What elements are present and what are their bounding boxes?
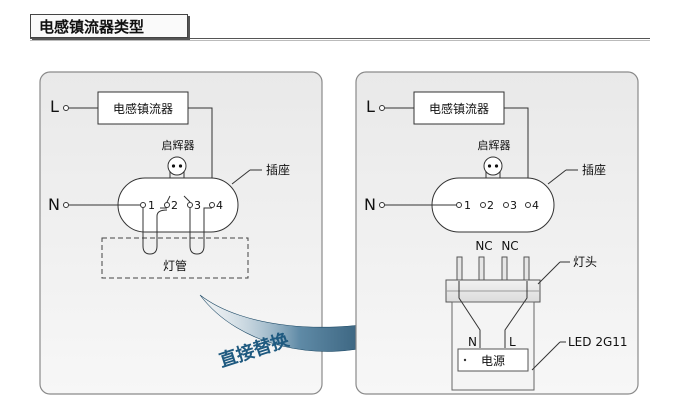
left-panel: L 电感镇流器 启辉器 N 1 2 3 4 bbox=[39, 71, 323, 395]
right-lamp-cap-label: 灯头 bbox=[573, 255, 597, 269]
right-pin-1: 1 bbox=[464, 199, 471, 212]
right-panel: L 电感镇流器 启辉器 N 1 2 3 4 插座 NC bbox=[355, 71, 639, 395]
left-socket-label: 插座 bbox=[266, 162, 290, 177]
led-body bbox=[451, 301, 535, 391]
right-ballast-box bbox=[413, 91, 505, 125]
right-inner-n: N bbox=[468, 335, 477, 349]
left-panel-bg bbox=[39, 71, 323, 395]
right-ballast-label: 电感镇流器 bbox=[429, 101, 489, 116]
left-pins: 1 2 3 4 bbox=[140, 199, 223, 212]
right-terminal-l: L bbox=[366, 97, 375, 116]
right-pin-4: 4 bbox=[532, 199, 539, 212]
left-starter-symbol bbox=[167, 156, 187, 176]
right-nc-2: NC bbox=[501, 239, 518, 253]
right-panel-bg bbox=[355, 71, 639, 395]
left-terminal-l-dot bbox=[63, 105, 69, 111]
title-rule bbox=[30, 38, 650, 39]
right-inner-l: L bbox=[509, 335, 516, 349]
led-lamp: N L 电源 bbox=[445, 256, 541, 391]
left-ballast-label: 电感镇流器 bbox=[113, 101, 173, 116]
right-nc-1: NC bbox=[475, 239, 492, 253]
right-terminal-n: N bbox=[364, 195, 376, 214]
led-power-box bbox=[457, 348, 529, 372]
left-pin-4: 4 bbox=[216, 199, 223, 212]
right-starter-symbol bbox=[483, 156, 503, 176]
left-tube-label: 灯管 bbox=[163, 258, 187, 273]
left-terminal-n: N bbox=[48, 195, 60, 214]
left-terminal-l: L bbox=[50, 97, 59, 116]
title-rule-shadow bbox=[30, 40, 650, 41]
left-tube bbox=[101, 237, 249, 279]
right-pins: 1 2 3 4 bbox=[456, 199, 539, 212]
right-pin-3: 3 bbox=[510, 199, 517, 212]
right-led-model-label: LED 2G11 bbox=[568, 335, 628, 349]
right-pin-2: 2 bbox=[487, 199, 494, 212]
right-starter-label: 启辉器 bbox=[478, 139, 511, 152]
led-power-label: 电源 bbox=[481, 354, 505, 368]
left-starter-label: 启辉器 bbox=[162, 139, 195, 152]
left-pin-3: 3 bbox=[194, 199, 201, 212]
section-title: 电感镇流器类型 bbox=[30, 14, 188, 38]
right-socket-label: 插座 bbox=[582, 162, 606, 177]
left-pin-2: 2 bbox=[171, 199, 178, 212]
left-pin-1: 1 bbox=[148, 199, 155, 212]
